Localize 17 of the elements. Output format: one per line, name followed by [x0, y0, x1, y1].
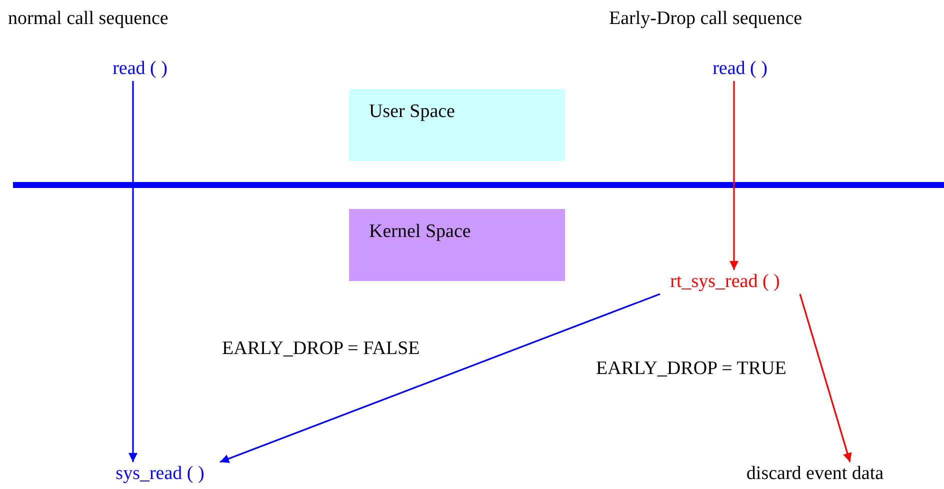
region-label: Kernel Space [369, 221, 471, 242]
arrow [730, 81, 738, 270]
arrow [799, 294, 852, 462]
sequence-heading: Early-Drop call sequence [609, 8, 802, 30]
sequence-heading: normal call sequence [8, 8, 168, 30]
function-call-label: read ( ) [100, 57, 180, 81]
arrow [220, 293, 660, 463]
edge-label: EARLY_DROP = TRUE [596, 358, 786, 380]
arrow [128, 81, 138, 462]
function-call-label: sys_read ( ) [100, 462, 220, 486]
region-box [349, 89, 565, 161]
function-call-label: rt_sys_read ( ) [640, 270, 810, 294]
region-box [349, 209, 565, 281]
function-call-label: read ( ) [700, 57, 780, 81]
region-label: User Space [369, 101, 455, 122]
edge-label: EARLY_DROP = FALSE [222, 338, 420, 360]
function-call-label: discard event data [720, 462, 910, 486]
